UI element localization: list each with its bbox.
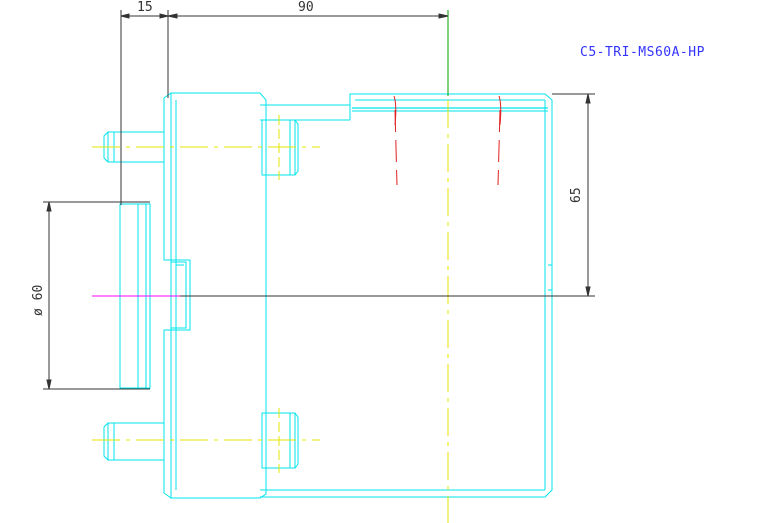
dim-90-label: 90 [298, 0, 314, 15]
dim-diameter-60-label: ø 60 [31, 285, 46, 316]
dimension-lines [43, 10, 595, 390]
bottom-pin [107, 422, 165, 461]
dim-15-label: 15 [137, 0, 153, 15]
part-outline [103, 92, 553, 499]
housing-box [260, 93, 553, 498]
top-pin [107, 131, 165, 163]
hidden-lines [393, 95, 502, 186]
centerlines [92, 100, 449, 523]
dim-65-label: 65 [569, 187, 584, 203]
spigot [119, 203, 151, 389]
part-number-label: C5-TRI-MS60A-HP [580, 45, 705, 60]
